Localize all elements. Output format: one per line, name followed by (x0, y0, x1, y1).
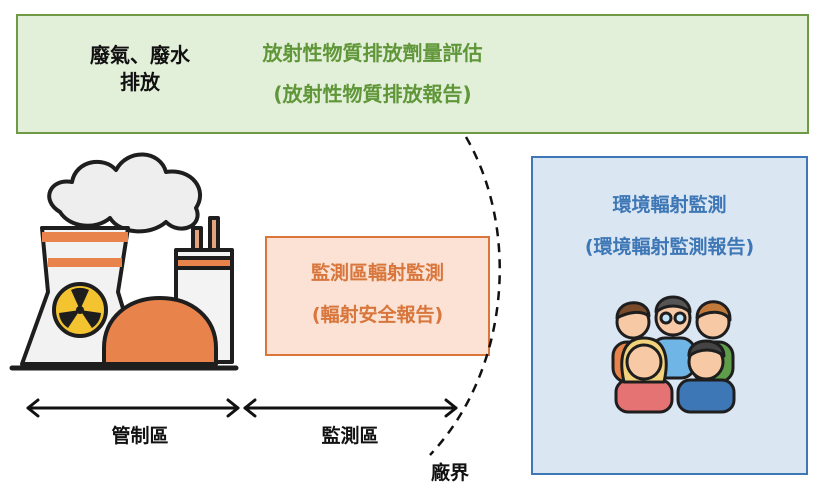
monitoring-zone-label: 監測區 (321, 425, 379, 447)
emission-label: 廢氣、廢水 排放 (60, 42, 220, 96)
reactor-dome (102, 296, 218, 366)
radiation-center (76, 306, 84, 314)
emission-label-line2: 排放 (120, 70, 160, 94)
assessment-subtitle: (放射性物質排放報告) (273, 82, 472, 106)
environment-subtitle: (環境輻射監測報告) (584, 236, 755, 258)
nuclear-plant-icon (9, 152, 239, 371)
building-stripe (174, 256, 234, 270)
emission-assessment-box (16, 14, 809, 134)
monitoring-zone-title: 監測區輻射監測 (310, 262, 444, 284)
monitoring-zone-subtitle: (輻射安全報告) (311, 304, 444, 326)
radiation-blade-3 (59, 310, 80, 328)
person-front-right-body (676, 378, 736, 414)
people-group-icon (611, 295, 736, 414)
monitoring-zone-box (265, 236, 490, 356)
environment-title: 環境輻射監測 (612, 194, 727, 216)
tower-stripe-1 (42, 232, 128, 242)
emission-label-line1: 廢氣、廢水 (90, 43, 190, 67)
radiation-blade-1 (71, 287, 89, 310)
monitoring-zone-arrow (243, 398, 458, 418)
person-front-left-head (625, 343, 663, 381)
assessment-title: 放射性物質排放劑量評估 (262, 41, 483, 65)
person-front-left-body (614, 378, 674, 414)
plant-boundary-label: 廠界 (430, 462, 469, 484)
boundary-dashed-curve (429, 136, 501, 456)
controlled-zone-label: 管制區 (111, 425, 169, 447)
controlled-zone-arrow (26, 398, 240, 418)
tower-stripe-2 (48, 258, 122, 267)
smoke-cloud (47, 152, 203, 234)
radiation-blade-2 (80, 310, 101, 328)
